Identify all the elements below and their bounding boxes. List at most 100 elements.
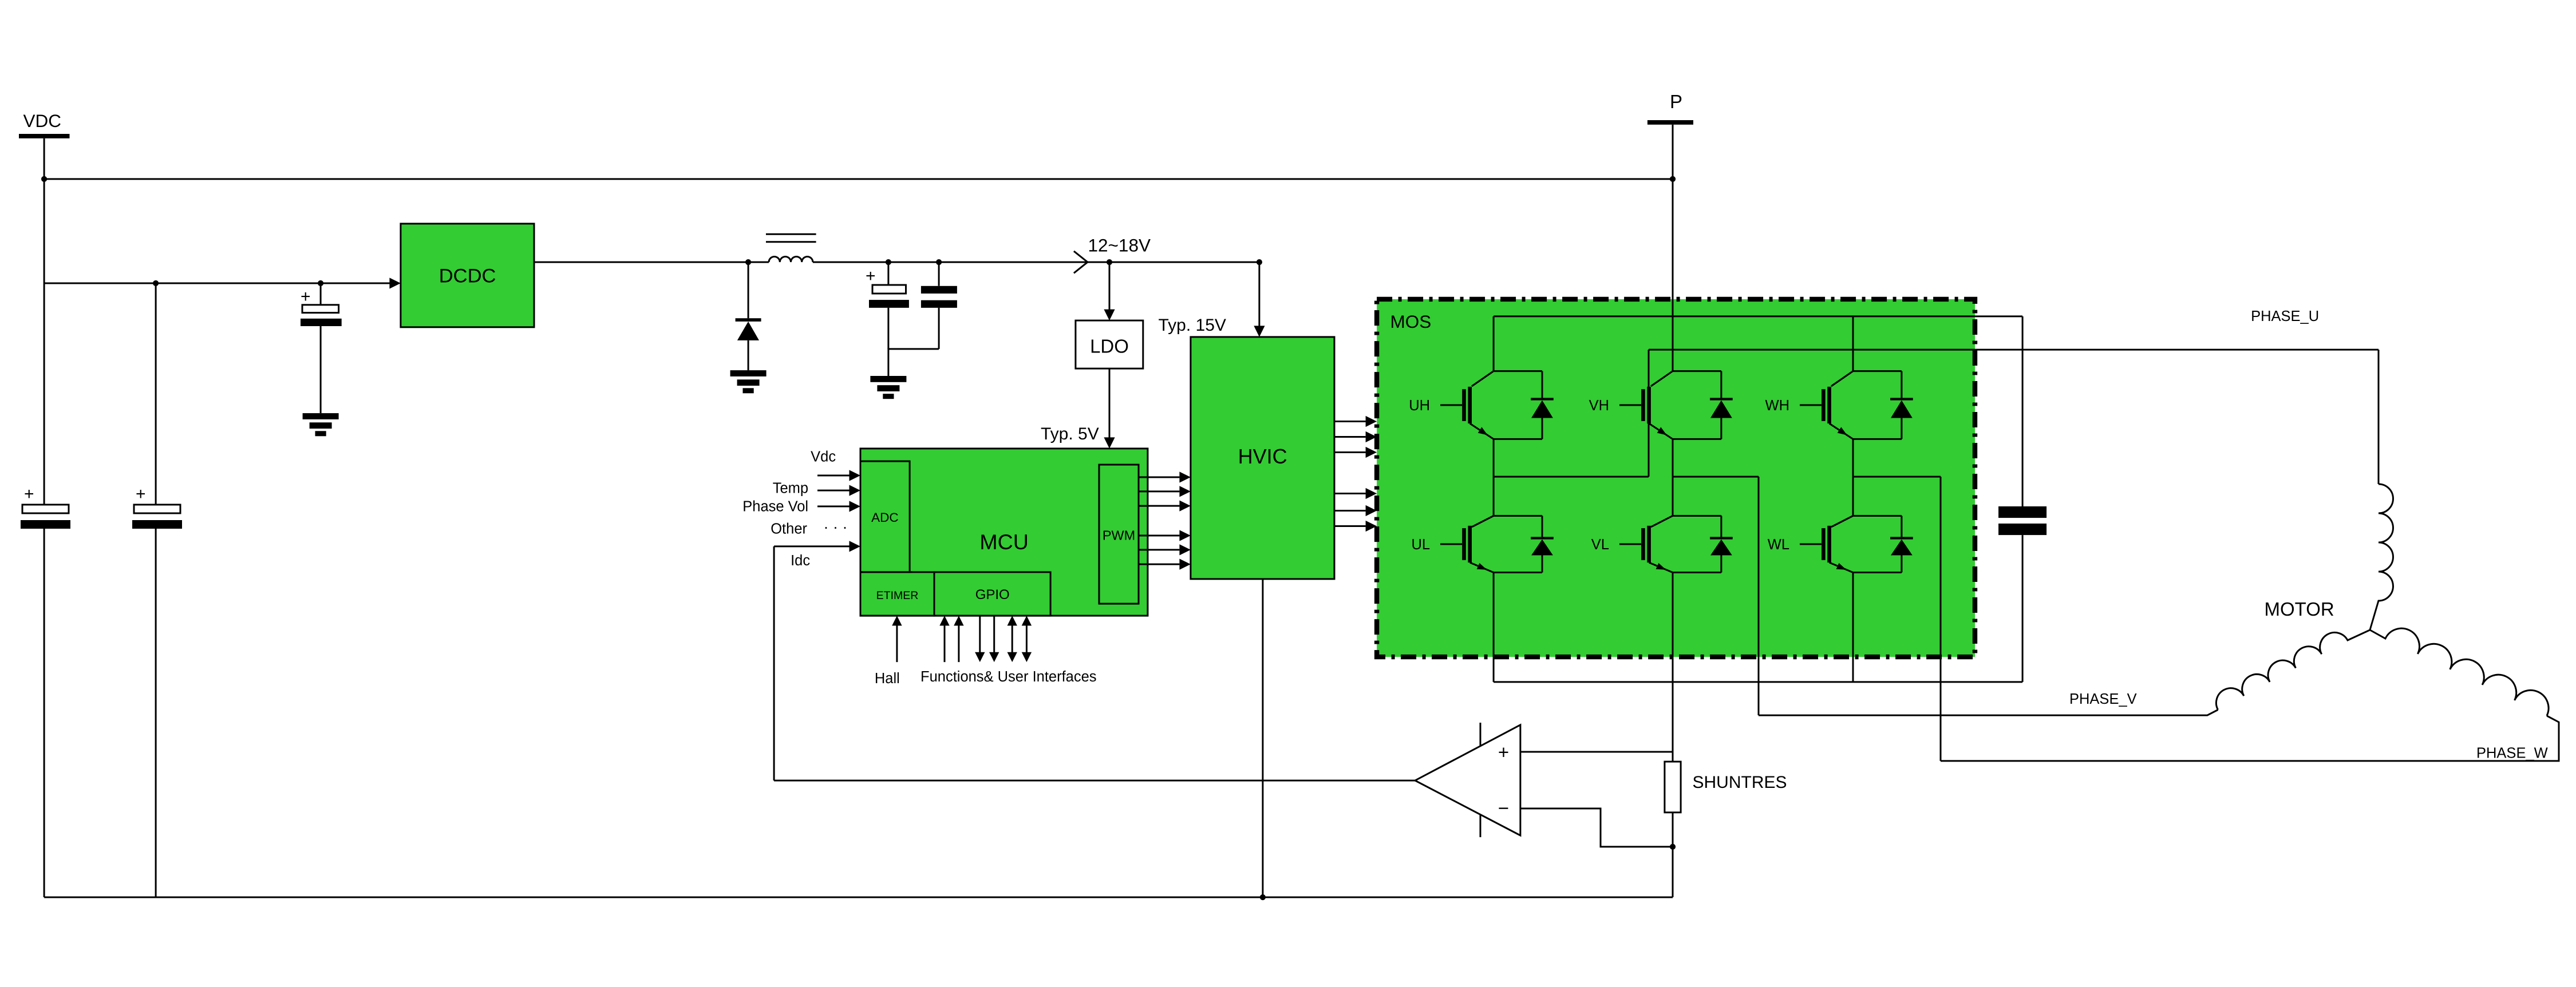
winding-u-coil [2369,483,2394,631]
arrow-right-icon [1365,431,1377,443]
gate-uh-label: UH [1409,398,1430,414]
vdc-label: VDC [23,110,62,131]
arrow-down-icon [975,652,985,663]
arrow-down-icon [989,652,999,663]
typ15v-label: Typ. 15V [1159,316,1226,335]
phase-v-line [1759,709,2219,716]
inductor-icon [766,233,816,263]
phase-u-label: PHASE_U [2251,308,2319,324]
arrow-right-icon [1365,415,1377,427]
cap-plus-sign: + [866,267,876,286]
arrow-up-icon [1021,616,1032,626]
vdc-rail: VDC [19,110,1673,898]
cap-plus-sign: + [24,485,34,504]
ldo-label: LDO [1090,336,1129,357]
arrow-right-icon [849,541,860,552]
junction-dot [1669,176,1676,183]
motor-windings-icon [2215,483,2550,716]
gate-wl-label: WL [1768,537,1789,553]
ldo-branch [1104,259,1115,321]
arrow-down-icon [1104,437,1115,449]
arrow-right-icon [1365,520,1377,532]
functions-label: Functions& User Interfaces [920,669,1097,685]
gpio-subblock [933,571,1052,617]
phase-w-tap-wire [1853,475,1942,761]
shunt-label: SHUNTRES [1693,773,1787,792]
cap-plus-sign: + [136,485,146,504]
lc-filter-ground [870,348,939,399]
mcu-input-arrows [774,470,860,552]
input-vdc-label: Vdc [811,449,836,465]
junction-dot [41,176,48,183]
input-idc-label: Idc [791,553,810,569]
arrow-right-icon [1179,530,1191,541]
arrow-down-icon [1254,326,1265,337]
pwm-label: PWM [1103,528,1135,543]
pwm-subblock [1098,463,1140,605]
input-temp-label: Temp [773,481,808,497]
arrow-right-icon [1179,486,1191,497]
arrow-right-icon [1179,471,1191,483]
arrow-up-icon [939,616,950,626]
p-label: P [1670,91,1682,112]
phase-lines [1649,348,2560,762]
winding-w-coil [2369,627,2550,716]
hall-label: Hall [875,671,900,687]
mos-label: MOS [1390,311,1432,332]
winding-v-coil [2215,629,2370,711]
dcdc-block [400,223,535,328]
freewheel-diode-icon [730,262,767,394]
dcdc-output-rail [534,259,1259,265]
gate-wh-label: WH [1765,398,1789,414]
adc-label: ADC [871,510,899,525]
hvic-supply-branch: Typ. 15V [1159,259,1265,337]
cap-plus-sign: + [301,287,311,306]
phase-w-line [1941,715,2560,762]
mcu-bottom-arrows [892,616,1032,663]
arrow-right-icon [1179,500,1191,512]
opamp-minus-sign: − [1498,798,1509,819]
arrow-right-icon [849,485,860,496]
lc-filter-elco-icon: + [866,259,909,349]
opamp-input-wires [1520,751,1676,850]
arrow-up-icon [1007,616,1017,626]
rail-break-chevron-icon [1073,250,1089,274]
arrow-up-icon [892,616,902,626]
arrow-right-icon [1179,558,1191,570]
rail-voltage-label: 12~18V [1088,235,1151,256]
phase-u-line [1649,348,2380,484]
p-terminal: P [1647,91,1693,371]
dc-link-cap-icon [1998,316,2047,682]
arrow-down-icon [1021,652,1032,663]
input-other-label: Other [771,521,807,537]
arrow-right-icon [1179,544,1191,556]
arrow-down-icon [1007,652,1017,663]
ground-icon [870,376,907,399]
idc-feedback-wire [773,546,1415,782]
etimer-label: ETIMER [876,589,919,602]
input-phasevol-label: Phase Vol [742,498,808,514]
p-terminal-bar [1647,120,1693,125]
hvic-to-mos-arrows [1334,415,1377,532]
arrow-right-icon [849,501,860,512]
vdc-terminal-bar [19,134,70,138]
arrow-right-icon [849,470,860,481]
dcdc-input-arrow-icon [389,278,401,289]
ground-icon [730,370,767,394]
arrow-up-icon [954,616,964,626]
dcdc-label: DCDC [439,265,496,287]
mcu-label: MCU [979,530,1028,554]
opamp-plus-sign: + [1498,742,1509,763]
pwm-to-hvic-arrows [1139,471,1191,570]
mos-module-block [1374,296,1978,660]
input-ellipsis: · · · [824,518,848,536]
arrow-right-icon [1365,487,1377,500]
inverter-wiring [1492,315,2023,762]
phase-v-tap-wire [1673,475,1760,716]
arrow-down-icon [1104,309,1115,321]
hvic-label: HVIC [1238,445,1287,468]
shunt-resistor-icon [1664,760,1682,898]
phase-v-label: PHASE_V [2069,691,2137,707]
